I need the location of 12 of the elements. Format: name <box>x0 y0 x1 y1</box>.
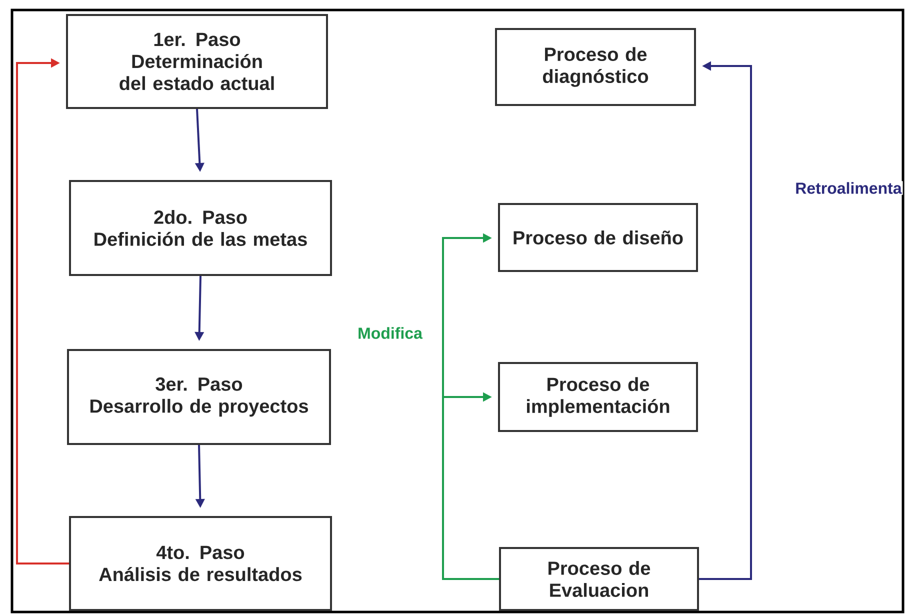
process-box: Proceso de diseño <box>498 203 698 272</box>
process-box: 4to. Paso Análisis de resultados <box>69 516 332 611</box>
process-box: Proceso de Evaluacion <box>499 547 699 611</box>
process-box: 2do. Paso Definición de las metas <box>69 180 332 276</box>
arrow <box>442 392 499 580</box>
process-box: Proceso de implementación <box>498 362 698 432</box>
process-box: 1er. Paso Determinación del estado actual <box>66 14 328 109</box>
process-box: 3er. Paso Desarrollo de proyectos <box>67 349 331 445</box>
edge-label: Retroalimenta <box>794 181 903 195</box>
edge-label: Modifica <box>356 326 424 340</box>
arrow <box>16 58 69 564</box>
process-box: Proceso de diagnóstico <box>495 28 696 106</box>
